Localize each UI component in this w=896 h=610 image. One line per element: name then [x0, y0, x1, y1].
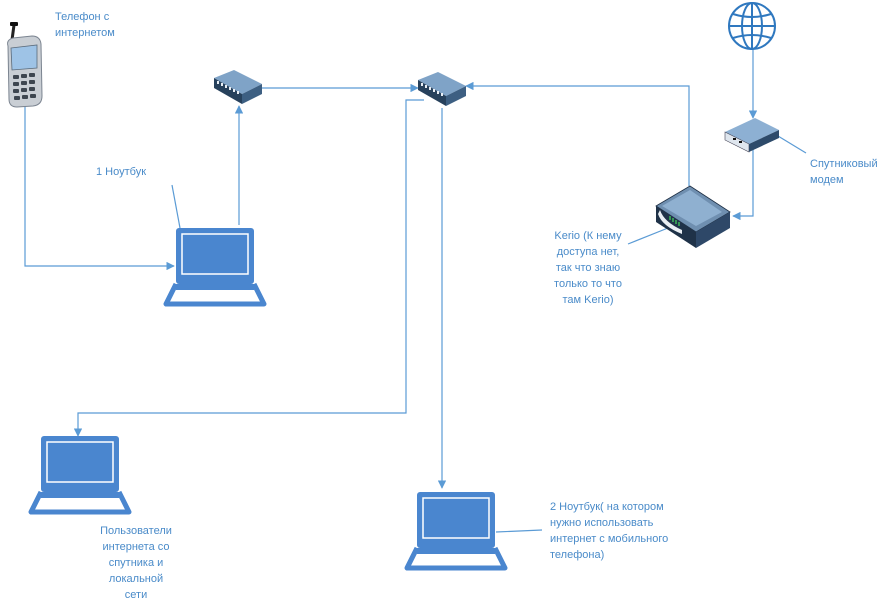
- network-switch-icon: [214, 70, 262, 104]
- callout-modem: [777, 135, 807, 154]
- connector-switch2-users: [73, 99, 424, 437]
- connector-kerio-switch2: [465, 81, 690, 186]
- connector-modem-kerio: [732, 146, 754, 221]
- label-kerio: Kerio (К нему доступа нет, так что знаю …: [554, 230, 622, 306]
- laptop-icon: [163, 228, 267, 307]
- callout-laptop2: [495, 529, 543, 533]
- laptop-icon: [28, 436, 132, 515]
- callout-kerio: [627, 227, 669, 245]
- callout-laptop1: [171, 184, 181, 229]
- label-laptop1: 1 Ноутбук: [96, 166, 147, 178]
- laptop-icon: [404, 492, 508, 571]
- label-phone: Телефон с интернетом: [55, 11, 115, 39]
- label-satellite-modem: Спутниковый модем: [810, 158, 878, 186]
- mobile-phone-icon: [7, 22, 43, 108]
- label-users: Пользователи интернета со спутника и лок…: [100, 525, 172, 601]
- satellite-modem-icon: [724, 118, 779, 153]
- kerio-router-icon: [655, 185, 731, 248]
- network-switch-icon: [418, 72, 466, 106]
- label-laptop2: 2 Ноутбук( на котором нужно использовать…: [550, 501, 669, 561]
- internet-globe-icon: [728, 2, 776, 50]
- connector-phone-laptop1: [24, 106, 175, 271]
